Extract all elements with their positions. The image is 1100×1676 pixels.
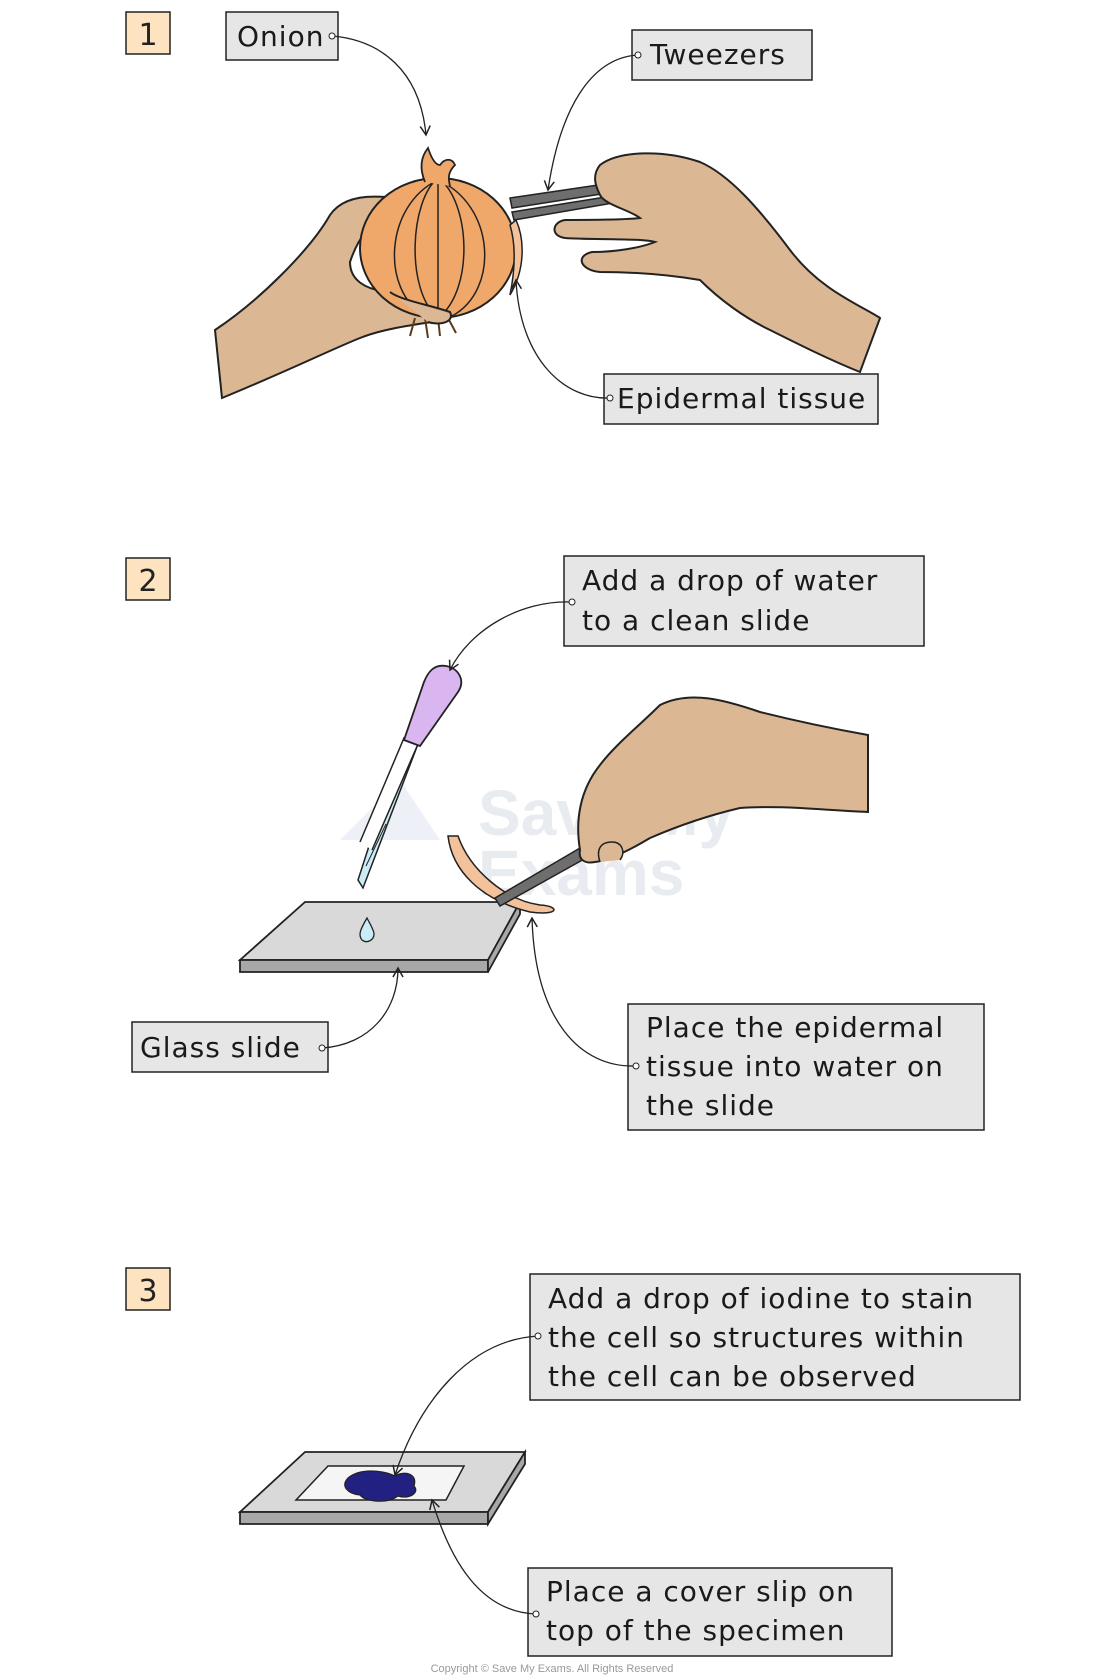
svg-text:2: 2 [138, 564, 157, 599]
epidermal-tissue-label: Epidermal tissue [603, 373, 879, 425]
svg-text:top of the specimen: top of the specimen [546, 1614, 846, 1647]
svg-text:Add a drop of water: Add a drop of water [582, 564, 878, 597]
svg-text:1: 1 [138, 18, 157, 53]
left-hand [213, 195, 444, 400]
add-iodine-label: Add a drop of iodine to stain the cell s… [529, 1273, 1021, 1401]
tweezers-label: Tweezers [631, 29, 813, 81]
svg-text:Place a cover slip on: Place a cover slip on [546, 1575, 855, 1608]
svg-text:the cell can be observed: the cell can be observed [548, 1360, 917, 1393]
onion-label: Onion [225, 11, 339, 61]
svg-text:tissue into water on: tissue into water on [646, 1050, 944, 1083]
svg-text:Tweezers: Tweezers [649, 38, 786, 71]
svg-text:to a clean slide: to a clean slide [582, 604, 810, 637]
cover-slip-arrow [429, 1498, 537, 1615]
place-tissue-label: Place the epidermal tissue into water on… [627, 1003, 985, 1131]
tweezers-arrow [543, 54, 639, 192]
right-hand [553, 152, 882, 374]
slide-step-3 [237, 1448, 527, 1528]
place-tissue-arrow [526, 916, 637, 1067]
epidermal-tissue-arrow [510, 278, 611, 399]
iodine-stain [344, 1470, 417, 1502]
svg-text:Epidermal tissue: Epidermal tissue [617, 382, 866, 415]
svg-text:Place the epidermal: Place the epidermal [646, 1011, 944, 1044]
svg-text:the slide: the slide [646, 1089, 775, 1122]
glass-slide-arrow [321, 966, 404, 1049]
cover-slip-label: Place a cover slip on top of the specime… [527, 1567, 893, 1657]
pipette [357, 664, 463, 890]
onion-illustration [213, 146, 882, 400]
water-drop [359, 916, 375, 943]
svg-text:Onion: Onion [237, 20, 324, 53]
onion-arrow [331, 35, 431, 137]
add-iodine-arrow [392, 1335, 539, 1477]
add-water-arrow [448, 601, 573, 672]
svg-text:Add a drop of iodine to stain: Add a drop of iodine to stain [548, 1282, 974, 1315]
svg-text:3: 3 [138, 1274, 157, 1309]
add-water-label: Add a drop of water to a clean slide [563, 555, 925, 647]
step-1-badge: 1 [125, 11, 171, 55]
svg-text:Glass slide: Glass slide [140, 1031, 301, 1064]
step-3-badge: 3 [125, 1267, 171, 1311]
copyright-text: Copyright © Save My Exams. All Rights Re… [431, 1663, 674, 1675]
step-2-badge: 2 [125, 557, 171, 601]
glass-slide-label: Glass slide [131, 1021, 329, 1073]
svg-text:the cell so structures within: the cell so structures within [548, 1321, 965, 1354]
pipette-bulb [402, 664, 463, 748]
hand-with-tweezers [447, 696, 869, 914]
slide-step-2 [237, 901, 522, 973]
